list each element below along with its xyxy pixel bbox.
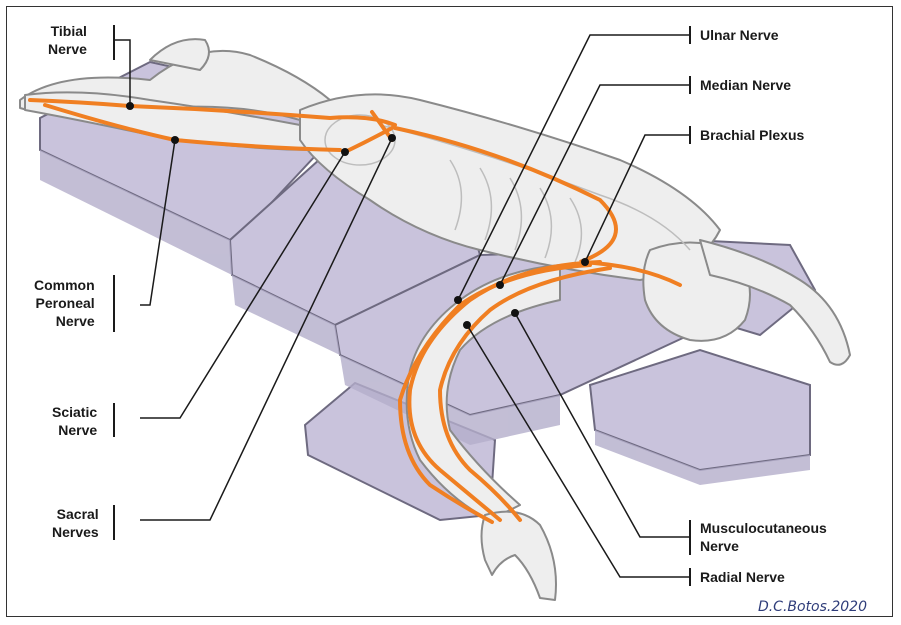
label-line: Tibial [48, 22, 87, 40]
label-line: Sacral [52, 505, 99, 523]
sacral-marker [388, 134, 396, 142]
label-line: Nerve [34, 312, 95, 330]
musculocutaneous-marker [511, 309, 519, 317]
label-sciatic-nerve: Sciatic Nerve [52, 403, 97, 439]
label-line: Nerve [48, 40, 87, 58]
tibial-marker [126, 102, 134, 110]
radial-marker [463, 321, 471, 329]
label-line: Sciatic [52, 403, 97, 421]
label-line: Nerve [700, 537, 827, 555]
sciatic-marker [341, 148, 349, 156]
label-brachial-plexus: Brachial Plexus [700, 126, 804, 144]
label-line: Common [34, 276, 95, 294]
label-sacral-nerves: Sacral Nerves [52, 505, 99, 541]
label-common-peroneal-nerve: Common Peroneal Nerve [34, 276, 95, 330]
median-marker [496, 281, 504, 289]
label-radial-nerve: Radial Nerve [700, 568, 785, 586]
label-musculocutaneous-nerve: Musculocutaneous Nerve [700, 519, 827, 555]
label-tibial-nerve: Tibial Nerve [48, 22, 87, 58]
ulnar-marker [454, 296, 462, 304]
peroneal-marker [171, 136, 179, 144]
label-median-nerve: Median Nerve [700, 76, 791, 94]
label-line: Peroneal [34, 294, 95, 312]
label-ulnar-nerve: Ulnar Nerve [700, 26, 779, 44]
label-line: Musculocutaneous [700, 519, 827, 537]
label-line: Nerves [52, 523, 99, 541]
left-hand [482, 512, 557, 600]
brachial-marker [581, 258, 589, 266]
label-line: Nerve [52, 421, 97, 439]
artist-credit: D.C.Botos.2020 [758, 599, 867, 615]
